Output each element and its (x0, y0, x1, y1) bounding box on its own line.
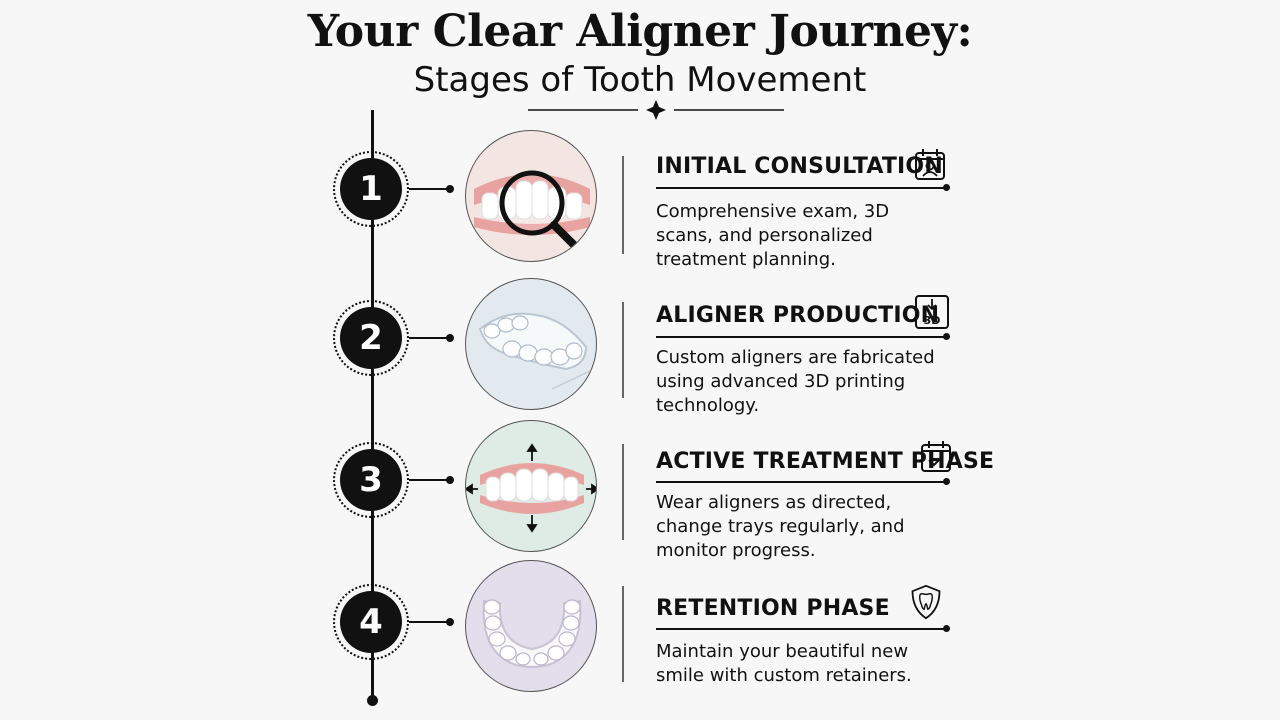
teeth-magnifier-image (465, 130, 597, 262)
teeth-movement-arrows-image (465, 420, 597, 552)
retainer-tray-image (465, 560, 597, 692)
connector-line (409, 479, 449, 481)
sparkle-divider-icon (528, 100, 784, 120)
connector-dot (446, 618, 454, 626)
timeline-end-dot (367, 695, 378, 706)
stage-description: Maintain your beautiful new smile with c… (656, 641, 912, 686)
underline-dot (943, 478, 950, 485)
stage-number-badge: 4 (333, 584, 409, 660)
calendar-user-icon (915, 149, 945, 180)
stage-title-underline (656, 481, 944, 483)
stage-title: INITIAL CONSULTATION (656, 154, 943, 179)
3d-icon-label: 3D (924, 314, 941, 327)
stage-separator (622, 444, 624, 540)
connector-dot (446, 334, 454, 342)
clear-aligner-tray-image (465, 278, 597, 410)
stage-number-badge: 1 (333, 151, 409, 227)
calendar-check-icon (921, 441, 951, 472)
stage-number: 4 (340, 591, 402, 653)
stage-separator (622, 586, 624, 682)
stage-title-underline (656, 336, 944, 338)
stage-description: Wear aligners as directed, change trays … (656, 492, 905, 561)
underline-dot (943, 625, 950, 632)
connector-dot (446, 185, 454, 193)
stage-title-underline (656, 187, 944, 189)
connector-line (409, 337, 449, 339)
stage-number-badge: 3 (333, 442, 409, 518)
connector-dot (446, 476, 454, 484)
page-subtitle: Stages of Tooth Movement (413, 60, 867, 100)
timeline-line (371, 110, 374, 700)
stage-number: 2 (340, 307, 402, 369)
stage-title: ALIGNER PRODUCTION (656, 303, 940, 328)
stage-number: 3 (340, 449, 402, 511)
shield-tooth-icon (911, 584, 941, 620)
stage-title: RETENTION PHASE (656, 596, 890, 621)
underline-dot (943, 184, 950, 191)
stage-separator (622, 156, 624, 254)
underline-dot (943, 333, 950, 340)
stage-description: Custom aligners are fabricated using adv… (656, 347, 935, 416)
stage-title-underline (656, 628, 944, 630)
stage-separator (622, 302, 624, 398)
3d-print-icon: 3D (915, 295, 949, 329)
connector-line (409, 621, 449, 623)
connector-line (409, 188, 449, 190)
stage-number-badge: 2 (333, 300, 409, 376)
stage-number: 1 (340, 158, 402, 220)
stage-description: Comprehensive exam, 3D scans, and person… (656, 201, 890, 270)
page-title: Your Clear Aligner Journey: (307, 6, 973, 57)
